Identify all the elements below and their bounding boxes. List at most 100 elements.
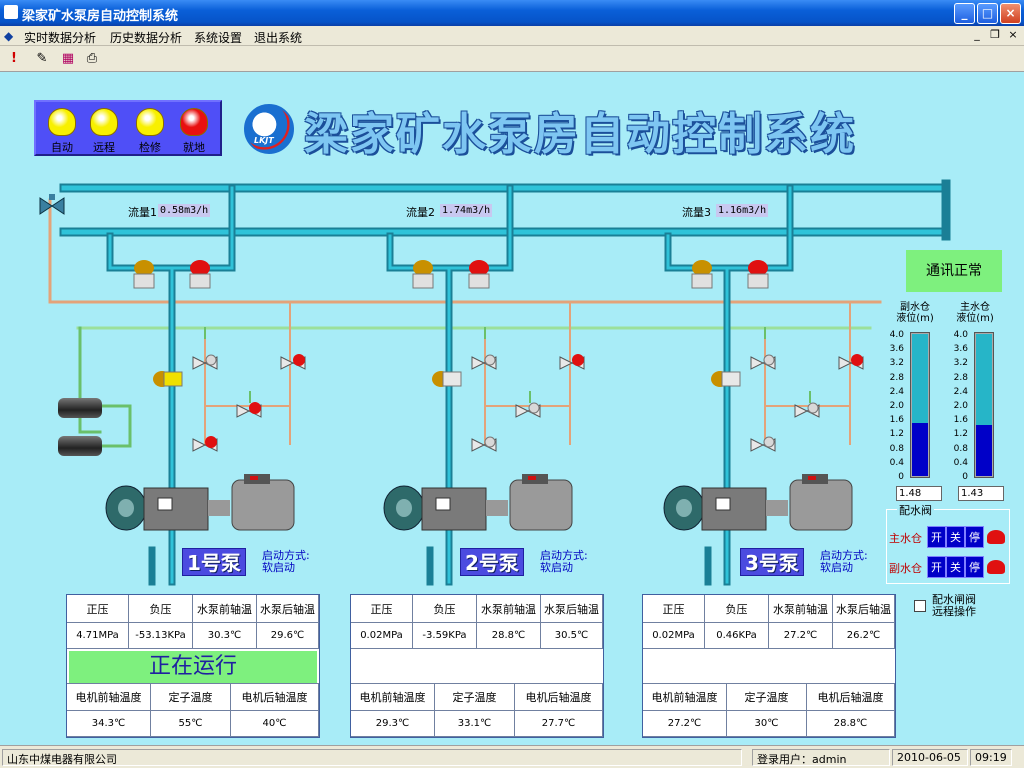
pump-value-cell: 28.8℃ <box>477 623 541 649</box>
tank-scale-tick: 4.0 <box>953 330 968 340</box>
aux-tank-unit: (m) <box>916 313 934 324</box>
pump-3-start-mode: 启动方式:软启动 <box>820 550 868 574</box>
motor-value-cell: 27.2℃ <box>643 711 727 737</box>
remote-operation-label: 配水闸阀远程操作 <box>932 594 976 618</box>
title-bar: 梁家矿水泵房自动控制系统 _ □ × <box>0 0 1024 26</box>
main-tank-empty <box>976 334 992 427</box>
gate-valve-3d-icon[interactable] <box>750 434 776 456</box>
lamp-remote-label: 远程 <box>93 141 115 154</box>
main-tank-fill <box>976 424 992 476</box>
menu-history[interactable]: 历史数据分析 <box>110 31 183 45</box>
aux-tank-title1: 副水仓 <box>900 302 930 313</box>
check-valve-2a-icon[interactable] <box>409 258 437 292</box>
maximize-button[interactable]: □ <box>977 3 998 24</box>
aux-tank-gauge <box>910 332 930 478</box>
menu-exit[interactable]: 退出系统 <box>254 31 303 45</box>
login-user-label: 登录用户： <box>757 753 812 766</box>
close-button[interactable]: × <box>1000 3 1021 24</box>
motor-header-cell: 电机后轴温度 <box>515 683 603 711</box>
gate-valve-1d-icon[interactable] <box>192 434 218 456</box>
motor-value-cell: 55℃ <box>151 711 231 737</box>
motor-header-cell: 定子温度 <box>435 683 515 711</box>
tank-scale-tick: 0.4 <box>889 457 904 468</box>
gate-valve-3a-icon[interactable] <box>750 352 776 374</box>
pump-value-cell: 30.5℃ <box>541 623 603 649</box>
flow2-label: 流量2 <box>406 206 435 219</box>
pump-inlet-valve-2-icon[interactable] <box>431 368 465 390</box>
printer-icon[interactable]: ⎙ <box>86 51 98 66</box>
pump-2-start-mode: 启动方式:软启动 <box>540 550 588 574</box>
gate-valve-3b-icon[interactable] <box>838 352 864 374</box>
check-valve-1a-icon[interactable] <box>130 258 158 292</box>
pump-value-cell: -53.13KPa <box>129 623 193 649</box>
tank-scale-tick: 0.8 <box>953 443 968 454</box>
chart-icon[interactable]: ▦ <box>61 51 75 66</box>
motor-value-cell: 34.3℃ <box>67 711 151 737</box>
motor-value-cell: 40℃ <box>231 711 319 737</box>
gate-valve-2b-icon[interactable] <box>559 352 585 374</box>
motor-value-cell: 27.7℃ <box>515 711 603 737</box>
start-label: 启动方式: <box>820 549 868 562</box>
login-user-name: admin <box>812 753 847 766</box>
gate-valve-3c-icon[interactable] <box>794 400 820 422</box>
pump-header-cell: 正压 <box>351 595 413 623</box>
main-valve-stop-button[interactable]: 停 <box>965 526 984 548</box>
tank-scale-tick: 0 <box>962 472 968 482</box>
mdi-restore-button[interactable]: ❐ <box>990 28 1000 41</box>
gate-valve-1b-icon[interactable] <box>280 352 306 374</box>
remote-operation-checkbox[interactable] <box>914 600 926 612</box>
pump-inlet-valve-1-icon[interactable] <box>152 368 186 390</box>
tank-scale-tick: 3.2 <box>953 358 968 369</box>
pump-value-cell: 0.46KPa <box>705 623 769 649</box>
tools-icon[interactable]: ✎ <box>36 51 48 66</box>
lamp-auto-label: 自动 <box>51 141 73 154</box>
aux-valve-close-button[interactable]: 关 <box>946 556 965 578</box>
main-tank-unit: (m) <box>976 313 994 324</box>
aux-valve-stop-button[interactable]: 停 <box>965 556 984 578</box>
tank-scale-tick: 3.6 <box>889 344 904 355</box>
mdi-child-icon[interactable]: ◆ <box>4 29 14 43</box>
pump-header-cell: 水泵前轴温 <box>193 595 257 623</box>
check-valve-3a-icon[interactable] <box>688 258 716 292</box>
pump-header-cell: 水泵后轴温 <box>541 595 603 623</box>
status-bar: 山东中煤电器有限公司 登录用户：admin 2010-06-05 09:19 <box>0 745 1024 768</box>
menu-realtime[interactable]: 实时数据分析 <box>24 31 97 45</box>
start-mode-value: 软启动 <box>540 561 573 574</box>
aux-tank-reading: 1.48 <box>896 486 942 501</box>
pump-1-run-status: 正在运行 <box>69 651 317 683</box>
pump-inlet-valve-3-icon[interactable] <box>710 368 744 390</box>
app-icon <box>4 5 18 19</box>
start-label: 启动方式: <box>262 549 310 562</box>
mdi-minimize-button[interactable]: _ <box>974 28 980 41</box>
gate-valve-2d-icon[interactable] <box>471 434 497 456</box>
check-valve-3b-icon[interactable] <box>744 258 772 292</box>
minimize-button[interactable]: _ <box>954 3 975 24</box>
gate-valve-2c-icon[interactable] <box>515 400 541 422</box>
pump-header-cell: 正压 <box>643 595 705 623</box>
gate-valve-2a-icon[interactable] <box>471 352 497 374</box>
pump-2-name: 2号泵 <box>460 548 524 576</box>
gate-valve-1c-icon[interactable] <box>236 400 262 422</box>
lamp-maintenance-icon <box>136 108 164 136</box>
check-valve-1b-icon[interactable] <box>186 258 214 292</box>
main-valve-open-button[interactable]: 开 <box>927 526 946 548</box>
alarm-icon[interactable]: ! <box>11 51 17 66</box>
tank-scale-tick: 3.2 <box>889 358 904 369</box>
main-tank-gauge <box>974 332 994 478</box>
menu-settings[interactable]: 系统设置 <box>194 31 243 45</box>
valve-row-main-label: 主水仓 <box>889 532 922 545</box>
pump-3-name: 3号泵 <box>740 548 804 576</box>
pump-value-cell: 0.02MPa <box>643 623 705 649</box>
check-valve-2b-icon[interactable] <box>465 258 493 292</box>
remote-line1: 配水闸阀 <box>932 593 976 606</box>
tank-scale-tick: 2.8 <box>953 372 968 383</box>
aux-valve-open-button[interactable]: 开 <box>927 556 946 578</box>
main-valve-close-button[interactable]: 关 <box>946 526 965 548</box>
logo-text: LKJT <box>254 136 274 145</box>
inlet-valve-icon[interactable] <box>38 194 66 218</box>
pump-motor-2-icon <box>383 474 573 531</box>
gate-valve-1a-icon[interactable] <box>192 352 218 374</box>
tank-scale-tick: 2.0 <box>889 401 904 411</box>
mdi-close-button[interactable]: × <box>1008 28 1018 41</box>
